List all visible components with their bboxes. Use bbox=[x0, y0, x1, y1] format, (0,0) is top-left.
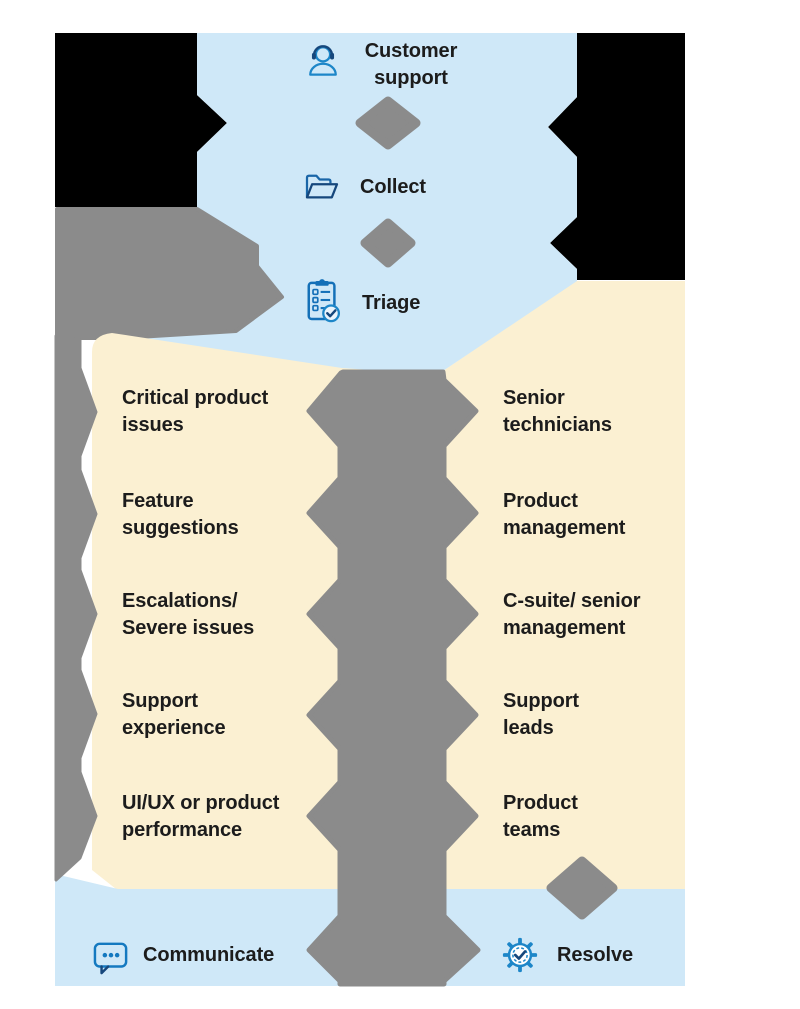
left-category-panel bbox=[92, 333, 400, 889]
step-label-line: Triage bbox=[362, 292, 421, 314]
central-arrow-band bbox=[306, 369, 481, 987]
flow-diamond-2 bbox=[360, 218, 416, 268]
flow-diamond-resolve bbox=[546, 856, 618, 920]
step-label-line: Collect bbox=[360, 176, 426, 198]
folder-icon bbox=[304, 172, 340, 202]
right-team-panel bbox=[400, 281, 685, 889]
funnel-step-customer-support: Customer support bbox=[341, 38, 481, 92]
right-item-csuite-senior-management: C-suite/ senior management bbox=[503, 590, 641, 639]
left-item-feature-suggestions: Feature suggestions bbox=[122, 490, 239, 539]
left-item-critical-product-issues: Critical product issues bbox=[122, 387, 269, 436]
gray-arrow-blob bbox=[55, 207, 284, 340]
right-item-support-leads: Support leads bbox=[503, 690, 579, 739]
funnel-step-collect: Collect bbox=[360, 174, 426, 201]
gear-check-icon bbox=[500, 936, 540, 974]
footer-step-resolve: Resolve bbox=[557, 944, 634, 966]
clipboard-check-icon bbox=[304, 277, 342, 323]
right-item-product-teams: Product teams bbox=[503, 792, 578, 841]
right-item-senior-technicians: Senior technicians bbox=[503, 387, 612, 436]
left-item-support-experience: Support experience bbox=[122, 690, 226, 739]
right-item-product-management: Product management bbox=[503, 490, 626, 539]
black-backdrop-left bbox=[55, 33, 227, 207]
chat-bubble-icon bbox=[93, 941, 129, 975]
step-label-line: support bbox=[374, 67, 448, 89]
headset-person-icon bbox=[306, 42, 340, 78]
footer-step-communicate: Communicate bbox=[143, 944, 275, 966]
funnel-step-triage: Triage bbox=[362, 290, 420, 317]
black-backdrop-right bbox=[548, 33, 685, 280]
flow-diamond-1 bbox=[355, 96, 421, 150]
left-item-escalations-severe-issues: Escalations/ Severe issues bbox=[122, 590, 255, 639]
step-label-line: Customer bbox=[364, 40, 458, 62]
gray-side-arrow-strip bbox=[54, 334, 98, 882]
left-item-uiux-product-performance: UI/UX or product performance bbox=[122, 792, 280, 841]
